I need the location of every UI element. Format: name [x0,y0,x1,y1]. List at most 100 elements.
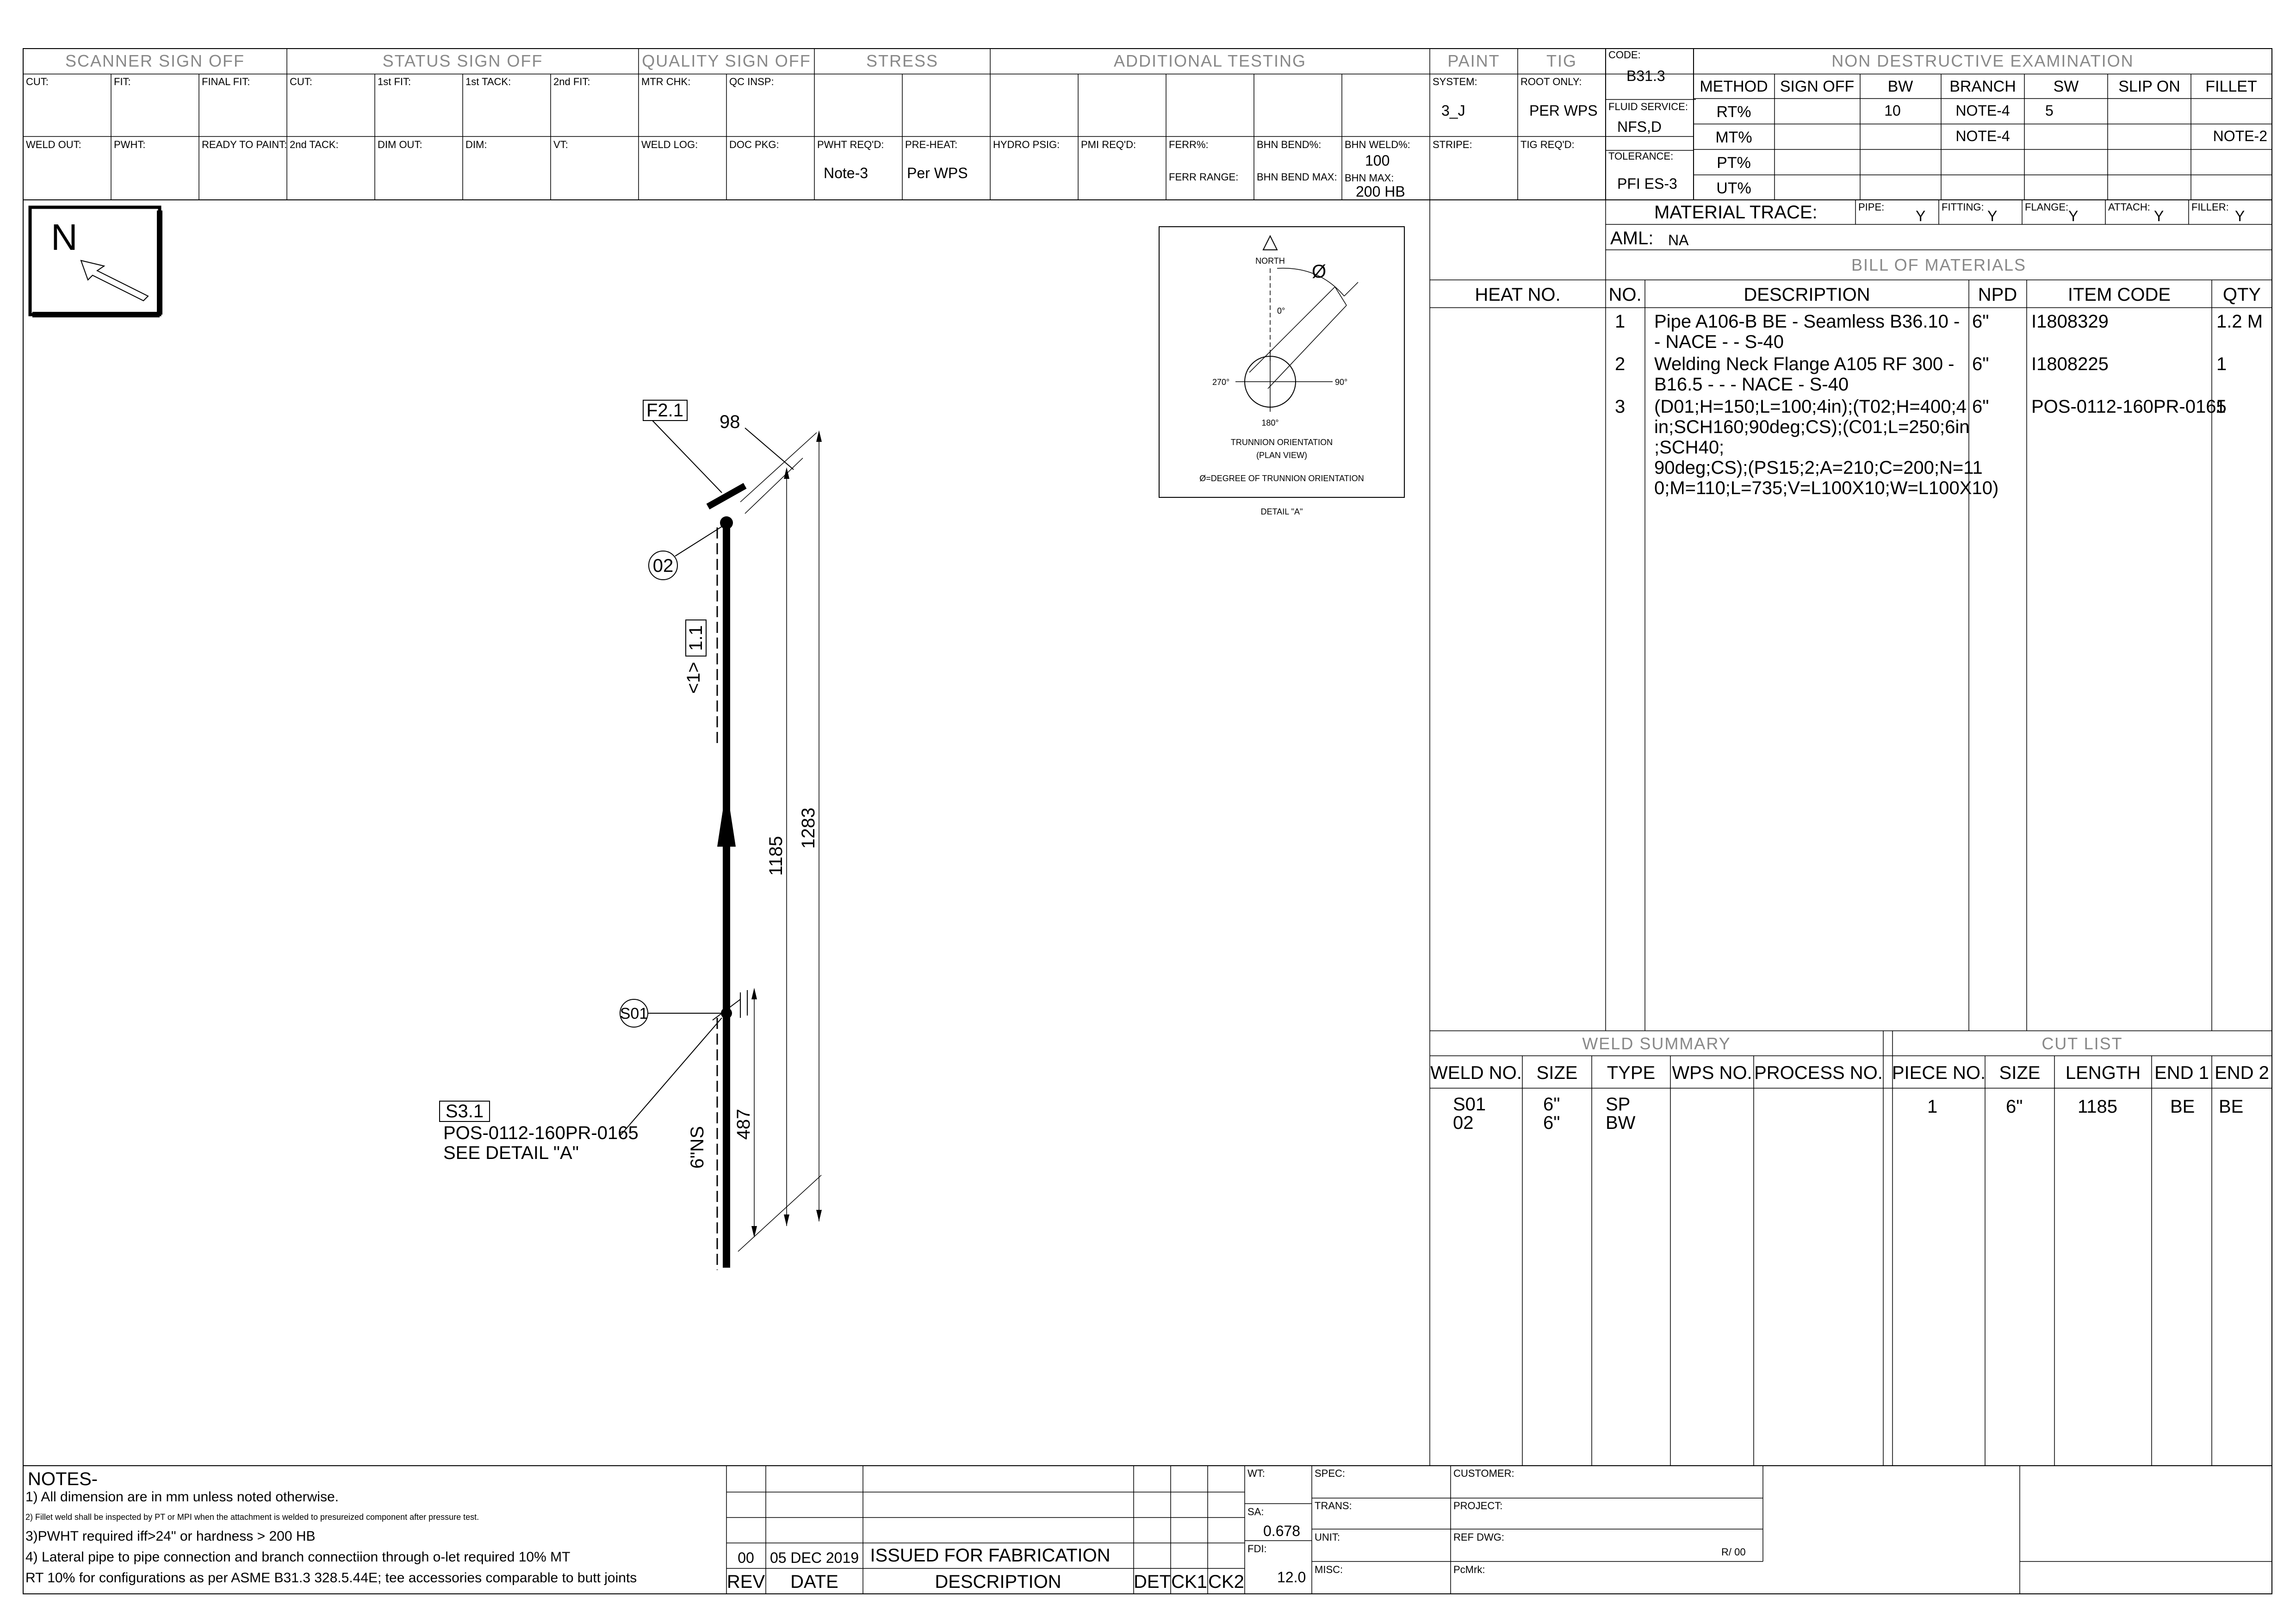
bom-row-2-desc-1: Welding Neck Flange A105 RF 300 - [1654,354,1955,374]
trace-filler-label: FILLER: [2191,201,2229,213]
heat-no-header: HEAT NO. [1475,285,1560,305]
nde-mt-method: MT% [1715,129,1752,146]
bottom-block: NOTES- 1) All dimension are in mm unless… [23,1465,2272,1594]
rev-desc-value: ISSUED FOR FABRICATION [870,1545,1110,1566]
bom-row-1-npd: 6" [1972,311,1989,332]
detail-90-deg: 90° [1335,378,1347,387]
ferr-label: FERR%: [1169,139,1209,150]
pipe-tag-box [685,619,707,657]
rev-date-value: 05 DEC 2019 [770,1549,859,1566]
weld-row-1-type: SP [1606,1094,1630,1115]
dim-arrow-487-top [751,988,757,999]
nde-col-branch: BRANCH [1949,78,2016,95]
trace-filler-value: Y [2235,208,2245,224]
detail-trunnion-line-1 [1249,286,1335,373]
weld-02-balloon [648,551,678,580]
weld-row-2-size: 6" [1543,1113,1560,1133]
bom-row-3-desc-1: (D01;H=150;L=100;4in);(T02;H=400;4 [1654,396,1967,417]
trace-fitting-label: FITTING: [1942,201,1984,213]
dim-98: 98 [720,412,740,432]
note-3: 3)PWHT required iff>24" or hardness > 20… [25,1529,316,1544]
bom-row-3: 3 (D01;H=150;L=100;4in);(T02;H=400;4 in;… [1615,396,2227,498]
pwht-label: PWHT: [114,139,145,150]
dim-arrow-1185-bottom [784,1214,789,1226]
dim-98-leader [745,427,794,470]
weld-summary-title: WELD SUMMARY [1582,1034,1731,1053]
rev-col-ck2: CK2 [1208,1572,1244,1592]
nde-column-headers: METHOD SIGN OFF BW BRANCH SW SLIP ON FIL… [1700,78,2257,95]
detail-north-arrow-icon [1262,235,1278,250]
detail-trunnion-line-2 [1267,305,1347,389]
flange-symbol [706,483,747,510]
detail-270-deg: 270° [1212,378,1229,387]
revision-headers: REV DATE DESCRIPTION DET CK1 CK2 [727,1572,1244,1592]
dim-1185: 1185 [766,836,786,876]
dim-arrow-1283-top [816,430,822,442]
bhn-weld-label: BHN WELD%: [1345,139,1410,150]
cut-col-end1: END 1 [2154,1063,2209,1083]
weld-out-label: WELD OUT: [26,139,81,150]
pmi-reqd-label: PMI REQ'D: [1081,139,1136,150]
tolerance-label: TOLERANCE: [1608,150,1673,162]
dim-arrow-1283-bottom [816,1210,822,1221]
rev-value: 00 [738,1549,754,1566]
tig-heading: TIG [1546,51,1577,70]
nde-col-sign-off: SIGN OFF [1780,78,1855,95]
paint-heading: PAINT [1447,51,1500,70]
bom-title: BILL OF MATERIALS [1851,255,2026,274]
customer-label: CUSTOMER: [1453,1468,1514,1479]
cut-label: CUT: [26,76,49,87]
detail-north: NORTH [1255,256,1285,266]
nde-col-fillet: FILLET [2205,78,2257,95]
nde-col-bw: BW [1888,78,1913,95]
trace-attach-label: ATTACH: [2108,201,2150,213]
second-tack-label: 2nd TACK: [290,139,339,150]
bom-row-3-qty: 1 [2215,396,2226,417]
aml-label: AML: [1610,228,1653,248]
weld-log-label: WELD LOG: [641,139,698,150]
ref-dwg-label: REF DWG: [1453,1531,1504,1543]
qc-insp-label: QC INSP: [729,76,774,87]
quality-sign-off-heading: QUALITY SIGN OFF [642,51,811,70]
nde-col-slip-on: SLIP ON [2118,78,2180,95]
bhn-max-label: BHN MAX: [1345,172,1394,184]
first-fit-label: 1st FIT: [378,76,411,87]
bhn-max-value: 200 HB [1356,183,1405,200]
first-tack-label: 1st TACK: [465,76,511,87]
nde-mt-fillet: NOTE-2 [2213,128,2267,144]
rev-col-det: DET [1134,1572,1171,1592]
see-detail: SEE DETAIL "A" [443,1143,579,1163]
bom-col-npd: NPD [1978,285,2017,305]
stress-heading: STRESS [866,51,938,70]
final-fit-label: FINAL FIT: [202,76,250,87]
system-value: 3_J [1441,102,1465,119]
project-label: PROJECT: [1453,1500,1502,1511]
nde-rt-bw: 10 [1884,102,1901,119]
bom-row-2-code: I1808225 [2031,354,2109,374]
nde-mt-branch: NOTE-4 [1955,128,2010,144]
weld-row-2-type: BW [1606,1113,1636,1133]
pwht-reqd-label: PWHT REQ'D: [817,139,884,150]
code-value: B31.3 [1626,68,1665,84]
bom-row-1-no: 1 [1615,311,1625,332]
cut-list-title: CUT LIST [2042,1034,2122,1053]
bhn-weld-value: 100 [1365,152,1390,169]
dim-487: 487 [733,1109,754,1140]
bom-row-1-qty: 1.2 M [2216,311,2263,332]
north-label: N [51,217,78,258]
weld-col-wps: WPS NO. [1672,1063,1752,1083]
nde-col-method: METHOD [1700,78,1768,95]
bom-row-1-desc-1: Pipe A106-B BE - Seamless B36.10 - [1654,311,1960,332]
status-sign-off-heading: STATUS SIGN OFF [383,51,543,70]
pcmrk-label: PcMrk: [1453,1564,1485,1575]
north-arrow-box: N [28,205,162,317]
bom-row-3-npd: 6" [1972,396,1989,417]
additional-testing-heading: ADDITIONAL TESTING [1114,51,1306,70]
header-block: SCANNER SIGN OFF STATUS SIGN OFF QUALITY… [23,49,2272,200]
tig-reqd-label: TIG REQ'D: [1520,139,1575,150]
hydro-psig-label: HYDRO PSIG: [993,139,1060,150]
s31-leader [620,1017,722,1136]
unit-label: UNIT: [1315,1531,1340,1543]
rev-col-ck1: CK1 [1171,1572,1207,1592]
cut-col-length: LENGTH [2066,1063,2141,1083]
